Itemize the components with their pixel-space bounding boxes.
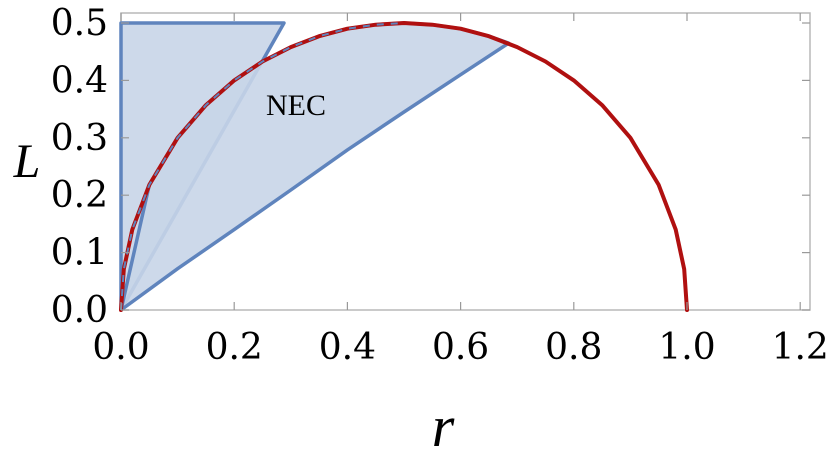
y-tick-label: 0.2 <box>51 175 108 216</box>
x-tick-label: 1.0 <box>658 327 715 368</box>
y-tick-label: 0.1 <box>51 233 108 274</box>
x-axis-label: r <box>432 394 455 459</box>
ticks-layer: 0.0 0.2 0.4 0.6 0.8 1.0 1.2 0.0 0.1 0.2 0.3 0.4 0.5 <box>51 3 829 368</box>
regions-layer <box>119 21 511 312</box>
x-tick-label: 0.6 <box>432 327 489 368</box>
y-tick-label: 0.0 <box>51 290 108 331</box>
x-tick-label: 0.8 <box>545 327 602 368</box>
x-tick-label: 0.0 <box>92 327 149 368</box>
x-tick-label: 0.2 <box>206 327 263 368</box>
x-tick-label: 0.4 <box>319 327 376 368</box>
curve-layer <box>119 21 689 312</box>
y-tick-label: 0.4 <box>51 60 108 101</box>
y-tick-label: 0.5 <box>51 3 108 44</box>
y-axis-label: L <box>13 135 41 188</box>
nec-annotation: NEC <box>266 89 326 122</box>
x-tick-label: 1.2 <box>772 327 829 368</box>
y-tick-label: 0.3 <box>51 118 108 159</box>
